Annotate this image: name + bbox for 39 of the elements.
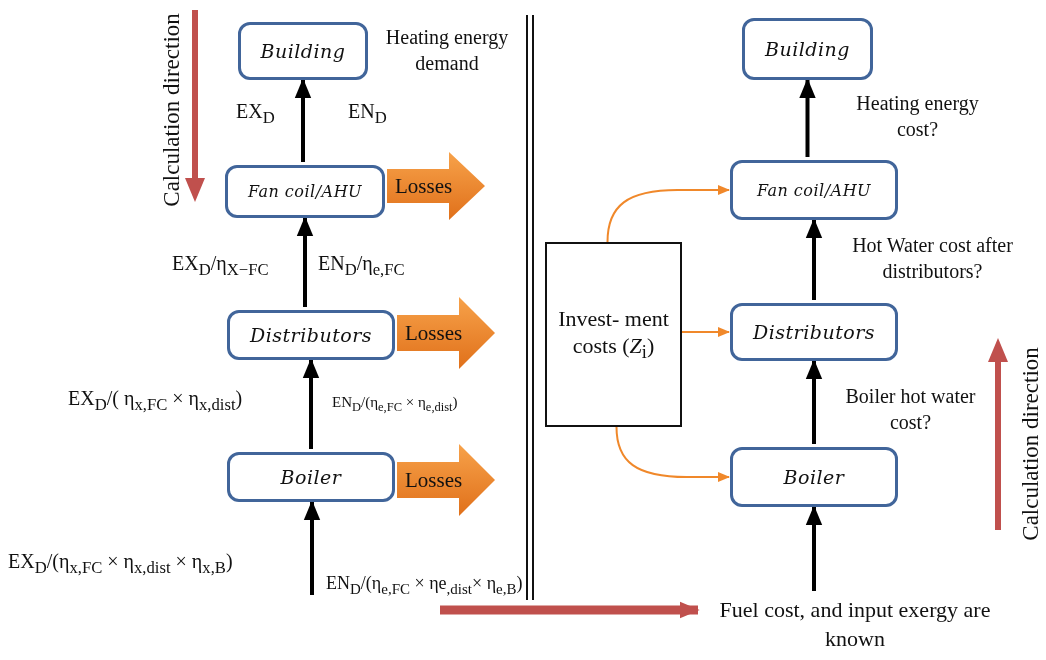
process-box: Boiler bbox=[730, 447, 898, 507]
arrow bbox=[805, 359, 823, 444]
formula-label: EN$_{D}$/(η$_{e,FC}$ × ηe$_{,dist}$× η$_{e,B}$) bbox=[326, 572, 523, 599]
arrow bbox=[440, 601, 700, 619]
formula-label: EX$_{D}$/(η$_{x,FC}$ × η$_{x,dist}$ × η$_{x,B}$) bbox=[8, 549, 233, 579]
block-arrow: Losses bbox=[387, 152, 485, 220]
axis-label: Calculation direction bbox=[1017, 346, 1045, 543]
formula-label: EN$_{D}$/(η$_{e,FC}$ × η$_{e,dist}$) bbox=[332, 393, 458, 416]
formula-label: EN$_{D}$ bbox=[348, 99, 387, 129]
arrow bbox=[294, 78, 312, 162]
formula-label: EX$_{D}$/η$_{X−FC}$ bbox=[172, 251, 269, 281]
formula-label: EN$_{D}$/η$_{e,FC}$ bbox=[318, 251, 405, 281]
formula-label: EX$_{D}$ bbox=[236, 99, 275, 129]
process-box: Distributors bbox=[227, 310, 395, 360]
block-arrow: Losses bbox=[397, 444, 495, 516]
note-text: Hot Water cost after distributors? bbox=[851, 233, 1014, 284]
arrow bbox=[805, 218, 823, 300]
arrow bbox=[303, 500, 321, 595]
process-box: Fan coil/AHU bbox=[730, 160, 898, 220]
arrow bbox=[296, 216, 314, 307]
cost-box: Invest- ment costs (Z$_{i}$) bbox=[545, 242, 682, 427]
note-text: Heating energy demand bbox=[384, 25, 510, 76]
block-arrow: Losses bbox=[397, 297, 495, 369]
note-text: Boiler hot water cost? bbox=[844, 384, 977, 435]
process-box: Building bbox=[742, 18, 873, 80]
note-text: Heating energy cost? bbox=[855, 91, 980, 142]
process-box: Distributors bbox=[730, 303, 898, 361]
note-text: Fuel cost, and input exergy are known bbox=[700, 594, 1010, 656]
formula-label: EX$_{D}$/( η$_{x,FC}$ × η$_{x,dist}$) bbox=[68, 386, 243, 416]
process-box: Building bbox=[238, 22, 368, 80]
process-box: Fan coil/AHU bbox=[225, 165, 385, 218]
arrow bbox=[681, 327, 730, 337]
arrow bbox=[615, 426, 730, 482]
arrow bbox=[799, 78, 816, 157]
arrow bbox=[302, 358, 320, 449]
arrow bbox=[606, 185, 730, 243]
axis-label: Calculation direction bbox=[158, 12, 186, 209]
process-box: Boiler bbox=[227, 452, 395, 502]
arrow bbox=[805, 505, 823, 591]
